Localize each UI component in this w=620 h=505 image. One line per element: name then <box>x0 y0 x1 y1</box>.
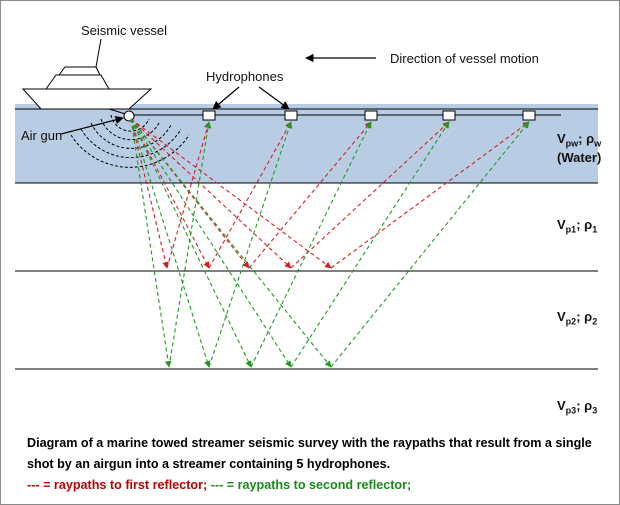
water-name-label: (Water) <box>557 150 601 165</box>
water-layer <box>15 104 598 183</box>
layer1-label: Vp1; ρ1 <box>557 217 597 235</box>
layer2-label: Vp2; ρ2 <box>557 309 597 327</box>
first-reflector-key: --- = raypaths to first reflector; <box>27 478 207 492</box>
seismic-vessel-label: Seismic vessel <box>81 23 167 38</box>
direction-label: Direction of vessel motion <box>390 51 539 66</box>
vessel-pointer <box>96 39 101 67</box>
layer3-label: Vp3; ρ3 <box>557 398 597 416</box>
seismic-vessel-icon <box>23 67 151 109</box>
water-layer-label: Vpw; ρw <box>557 131 601 149</box>
air-gun-label: Air gun <box>21 128 62 143</box>
hydrophone-2 <box>285 111 297 120</box>
hydrophone-1 <box>203 111 215 120</box>
hydrophones-label: Hydrophones <box>206 69 283 84</box>
figure-caption: Diagram of a marine towed streamer seism… <box>27 433 607 496</box>
caption-description: Diagram of a marine towed streamer seism… <box>27 433 607 475</box>
hydrophone-3 <box>365 111 377 120</box>
caption-legend: --- = raypaths to first reflector; --- =… <box>27 475 607 496</box>
hydrophone-5 <box>523 111 535 120</box>
hydrophone-4 <box>443 111 455 120</box>
second-reflector-key: --- = raypaths to second reflector; <box>211 478 412 492</box>
